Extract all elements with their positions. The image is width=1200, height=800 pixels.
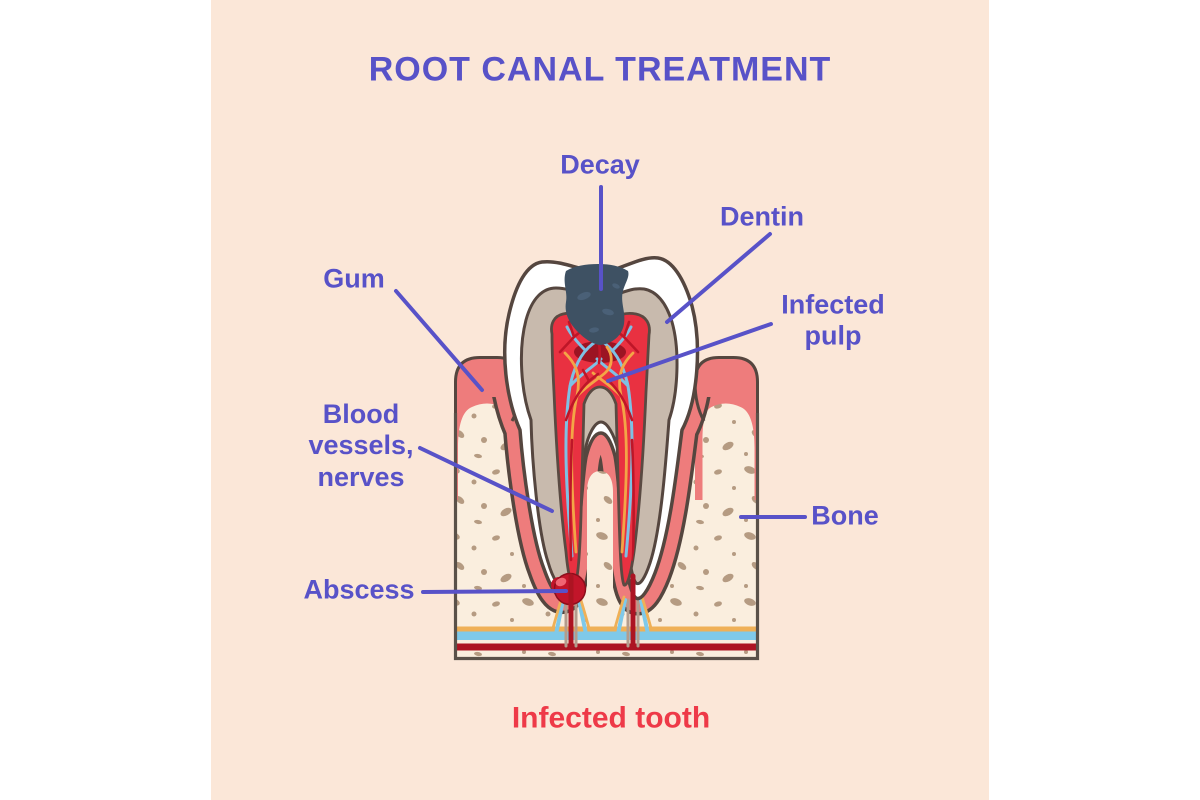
- root-canal-lines: [568, 573, 636, 649]
- caption-infected-tooth: Infected tooth: [511, 701, 711, 735]
- abscess-label: Abscess: [303, 574, 415, 605]
- blood-vessels-nerves-label: Blood vessels, nerves: [308, 399, 414, 492]
- abscess-bulge: [551, 572, 587, 606]
- decay-blob: [564, 264, 629, 345]
- leader-lines: [394, 185, 807, 594]
- dentin-leader-line: [665, 232, 772, 324]
- jaw-vessel-stripes: [457, 626, 756, 651]
- infected-pulp-leader-line: [606, 322, 773, 383]
- gum-leader-line: [394, 289, 484, 392]
- infected-pulp-label: Infected pulp: [781, 289, 885, 351]
- gum-label: Gum: [323, 263, 385, 294]
- dentin-label: Dentin: [720, 201, 804, 232]
- bone-label: Bone: [811, 500, 879, 531]
- page-title: ROOT CANAL TREATMENT: [368, 50, 832, 89]
- root-canal-sheaths: [551, 595, 653, 648]
- decay-label: Decay: [560, 149, 640, 180]
- tooth: [502, 256, 700, 601]
- blood-vessels-leader-line: [418, 446, 554, 513]
- abscess-leader-line: [421, 589, 568, 594]
- bone-border: [453, 413, 760, 661]
